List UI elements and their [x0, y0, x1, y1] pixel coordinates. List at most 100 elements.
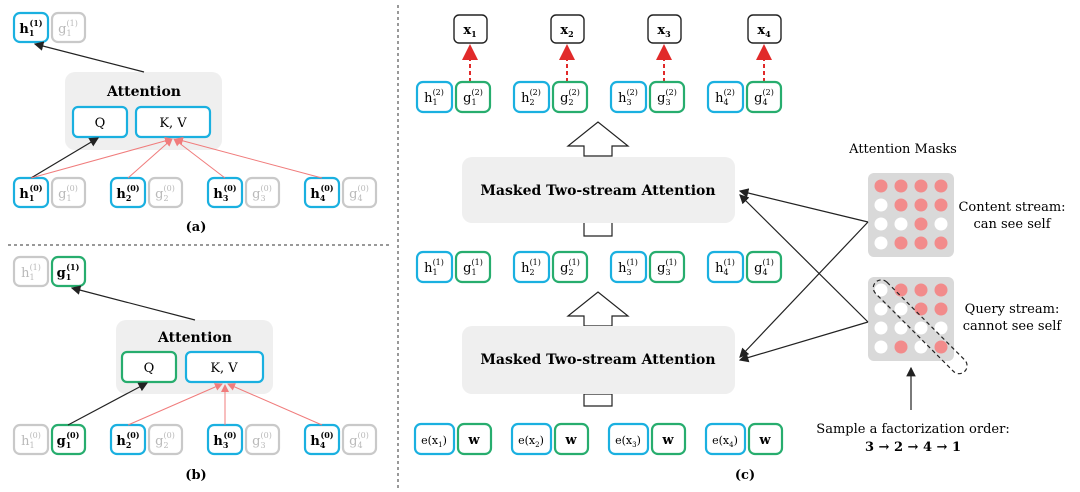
masked-attention-label-upper: Masked Two-stream Attention [480, 183, 715, 199]
node-h3-0-b: h3(0) [206, 423, 244, 456]
input-group-4: e(x4) w [704, 422, 784, 456]
layer2-group-4: h4(2) g4(2) [706, 80, 783, 114]
svg-text:g2(0): g2(0) [155, 431, 175, 450]
svg-text:h2(0): h2(0) [116, 430, 139, 450]
node-h1-1-b: h1(1) [12, 255, 50, 288]
svg-text:g4(1): g4(1) [754, 258, 774, 277]
arrow-query-to-upper [739, 194, 869, 323]
q-box-a [71, 105, 129, 139]
svg-text:h3(0): h3(0) [213, 430, 236, 450]
query-mask-dot [874, 340, 888, 354]
svg-text:h3(2): h3(2) [618, 88, 638, 107]
node-h3-0-a: h3(0) [206, 176, 244, 209]
masked-attention-label-lower: Masked Two-stream Attention [480, 352, 715, 368]
query-mask-dot [894, 302, 908, 316]
query-mask-grid [868, 277, 954, 361]
svg-text:g1(1): g1(1) [57, 262, 80, 282]
svg-text:h2(1): h2(1) [521, 258, 541, 277]
query-stream-label-1: Query stream: [965, 302, 1060, 317]
input-group-2: e(x2) w [510, 422, 590, 456]
content-mask-dot [874, 198, 888, 212]
output-x3: x3 [647, 14, 682, 44]
svg-text:g1(1): g1(1) [463, 258, 483, 277]
q-label-b: Q [144, 361, 155, 376]
query-mask-dot [934, 302, 948, 316]
output-x4: x4 [747, 14, 782, 44]
hollow-arrow-mid-lower [583, 221, 613, 237]
node-g1-0-a: g1(0) [50, 176, 87, 209]
node-h1-0-b: h1(0) [12, 423, 50, 456]
svg-text:h1(0): h1(0) [21, 431, 41, 450]
hollow-arrow-top [566, 121, 630, 157]
query-mask-dot [874, 302, 888, 316]
layer2-group-3: h3(2) g3(2) [609, 80, 686, 114]
content-mask-dot [874, 179, 888, 193]
svg-text:g1(1): g1(1) [58, 19, 78, 38]
node-h4-0-b: h4(0) [303, 423, 341, 456]
node-h2-0-b: h2(0) [109, 423, 147, 456]
content-mask-dot [934, 217, 948, 231]
panel-c: x1 x2 x3 x4 h1(2) g1(2) h2(2) g2(2) h3(2… [413, 14, 1066, 483]
attention-masks-title: Attention Masks [848, 142, 957, 157]
svg-text:h2(2): h2(2) [521, 88, 541, 107]
red-arrow-1-a [30, 137, 173, 179]
node-h1-0-a: h1(0) [12, 176, 50, 209]
query-mask-dot [914, 321, 928, 335]
arrow-h1-to-q-a [30, 137, 100, 179]
content-mask-dot [934, 198, 948, 212]
hollow-arrow-bottom [583, 393, 613, 407]
svg-text:e(x3): e(x3) [615, 434, 641, 449]
svg-text:g3(0): g3(0) [252, 431, 272, 450]
svg-text:g4(0): g4(0) [349, 184, 369, 203]
q-box-b [120, 350, 178, 384]
content-mask-dot [874, 217, 888, 231]
layer1-group-2: h2(1) g2(1) [512, 250, 589, 284]
masked-attention-block-lower [462, 326, 735, 394]
content-mask-dot [934, 236, 948, 250]
svg-text:h1(2): h1(2) [424, 88, 444, 107]
node-h4-0-a: h4(0) [303, 176, 341, 209]
arrow-query-to-lower [738, 321, 869, 363]
svg-text:h4(2): h4(2) [715, 88, 735, 107]
content-mask-dot [914, 198, 928, 212]
svg-text:e(x2): e(x2) [518, 434, 544, 449]
node-g2-0-a: g2(0) [147, 176, 184, 209]
svg-text:g2(1): g2(1) [560, 258, 580, 277]
node-g1-1-b: g1(1) [50, 255, 87, 288]
arrow-content-to-upper [738, 188, 869, 223]
red-arrow-4-a [175, 136, 323, 179]
content-mask-dot [914, 217, 928, 231]
node-h1-1-a: h1(1) [12, 11, 50, 44]
hollow-arrow-mid-upper [566, 291, 630, 327]
node-g1-0-b: g1(0) [50, 423, 87, 456]
svg-text:g1(0): g1(0) [57, 430, 80, 450]
svg-text:h3(1): h3(1) [618, 258, 638, 277]
query-mask-dots [874, 283, 948, 354]
content-mask-dot [894, 236, 908, 250]
svg-text:h2(0): h2(0) [116, 183, 139, 203]
node-g4-0-b: g4(0) [341, 423, 378, 456]
red-arrow-3-a [173, 138, 226, 179]
svg-text:g1(0): g1(0) [58, 184, 78, 203]
query-mask-dot [934, 340, 948, 354]
attention-title-b: Attention [157, 330, 232, 346]
svg-text:h1(1): h1(1) [21, 263, 41, 282]
content-stream-label-1: Content stream: [958, 200, 1065, 215]
svg-text:e(x4): e(x4) [712, 434, 738, 449]
layer2-group-2: h2(2) g2(2) [512, 80, 589, 114]
caption-c: (c) [735, 468, 755, 483]
panel-a: Attention Q K, V h1(1) g1(1) h1(0) g1(0)… [12, 11, 378, 235]
caption-a: (a) [186, 220, 207, 235]
output-x2: x2 [550, 14, 585, 44]
svg-text:h4(1): h4(1) [715, 258, 735, 277]
kv-label-a: K, V [159, 116, 187, 131]
kv-box-b [184, 350, 265, 384]
input-group-3: e(x3) w [607, 422, 687, 456]
layer1-group-3: h3(1) g3(1) [609, 250, 686, 284]
node-g3-0-a: g3(0) [244, 176, 281, 209]
attention-title-a: Attention [106, 84, 181, 100]
svg-text:w: w [661, 433, 674, 448]
query-mask-dot [934, 283, 948, 297]
svg-text:w: w [467, 433, 480, 448]
